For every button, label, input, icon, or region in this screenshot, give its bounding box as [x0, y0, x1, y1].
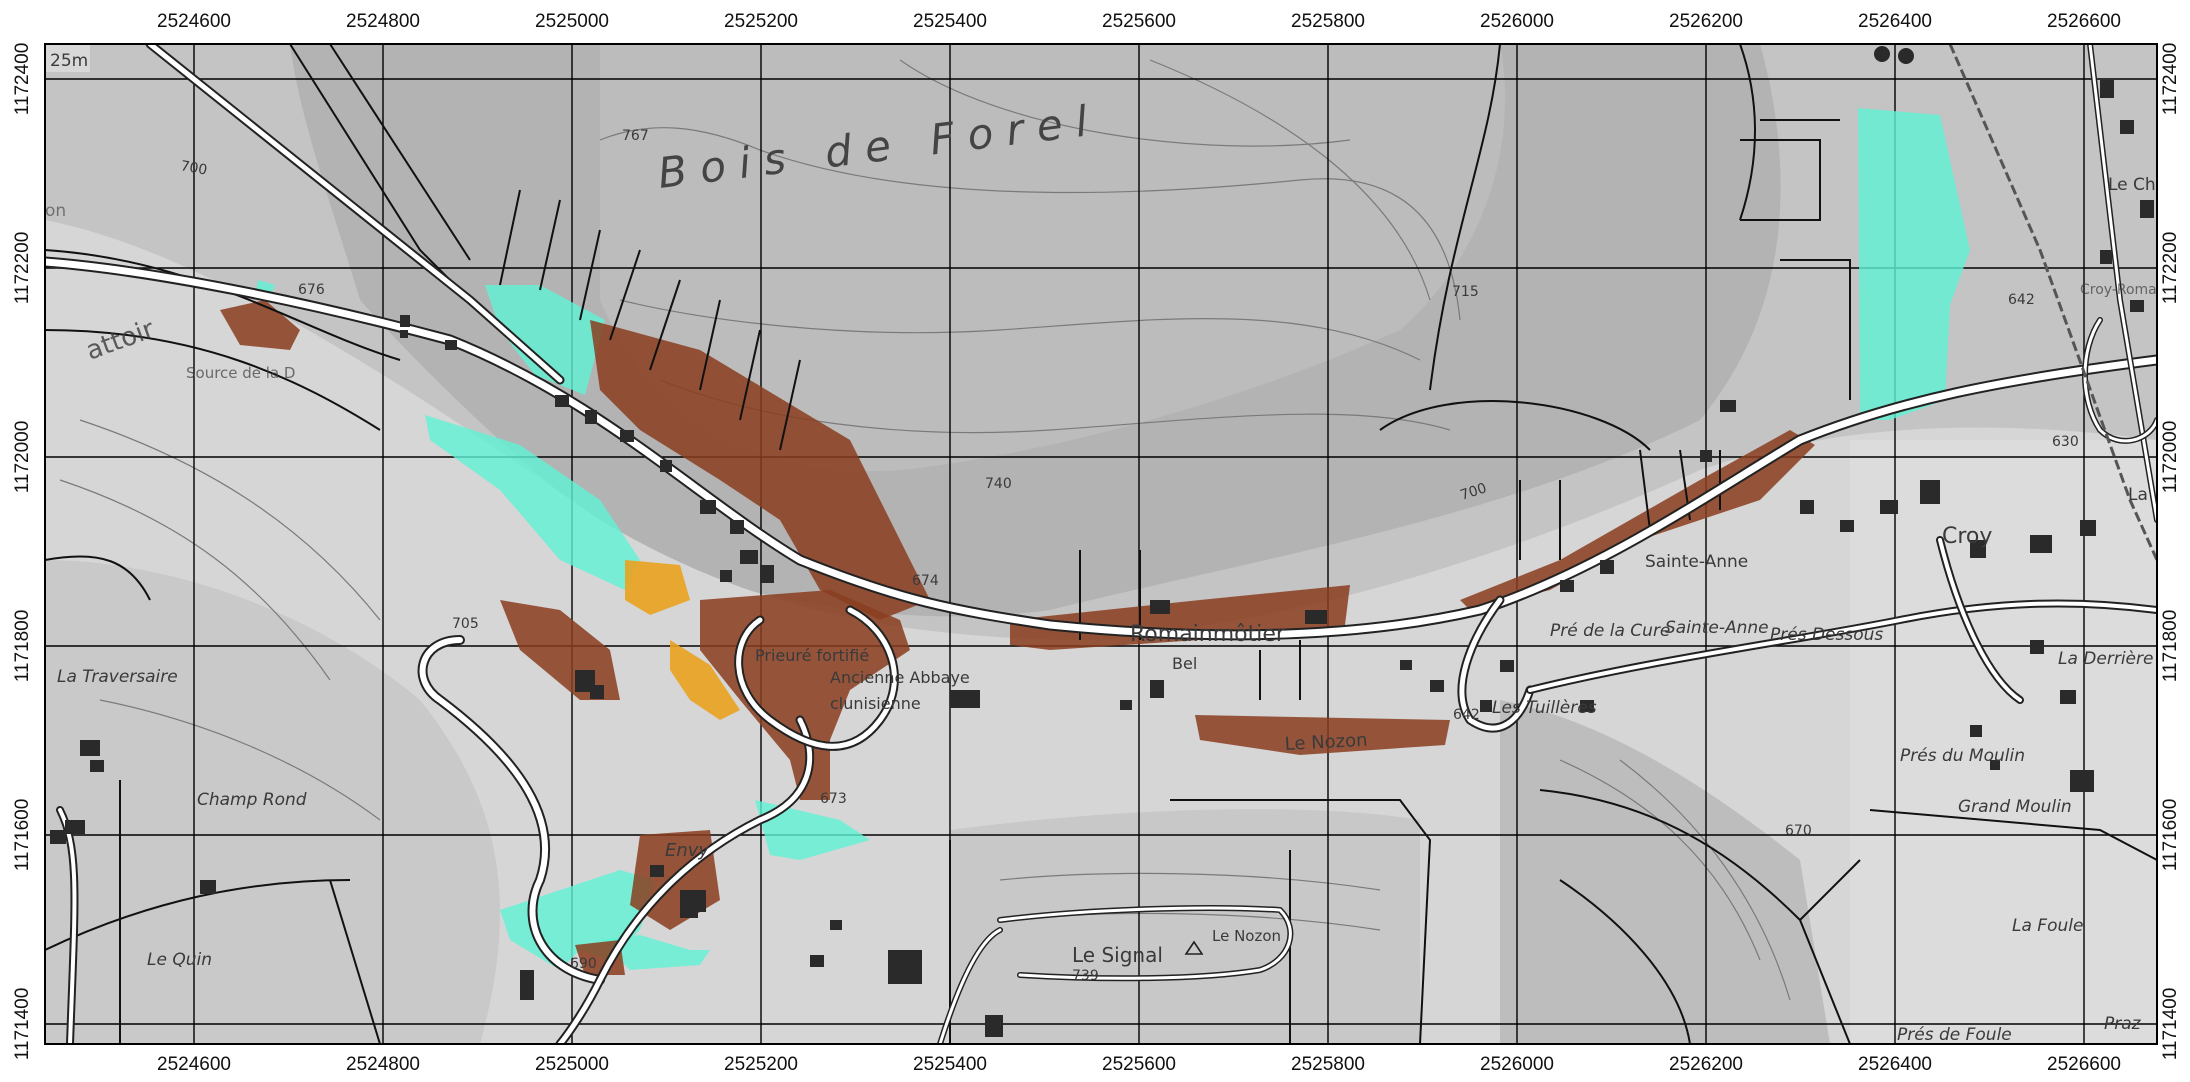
- x-tick-bottom: 2525400: [913, 1054, 987, 1075]
- map-area: 25m B o i s d e F o r e l Romainmôtier C…: [45, 44, 2170, 1045]
- label-croy-romain: Croy-Romain: [2080, 282, 2170, 298]
- label-grand-moulin: Grand Moulin: [1958, 797, 2072, 817]
- y-tick-right: 1172000: [2160, 421, 2181, 494]
- elevation-642b: 642: [2008, 292, 2035, 308]
- x-tick-top: 2524800: [346, 11, 420, 32]
- y-tick-left: 1171400: [12, 988, 33, 1061]
- label-les-tuilleres: Les Tuillères: [1492, 698, 1597, 718]
- label-la-right: La: [2128, 485, 2148, 505]
- elevation-676: 676: [298, 282, 325, 298]
- y-tick-left: 1171800: [12, 610, 33, 683]
- x-tick-top: 2525800: [1291, 11, 1365, 32]
- zones-orange: [625, 560, 740, 720]
- x-tick-top: 2524600: [157, 11, 231, 32]
- y-tick-left: 1172000: [12, 421, 33, 494]
- label-champ-rond: Champ Rond: [197, 790, 307, 810]
- y-tick-right: 1171800: [2160, 610, 2181, 683]
- elevation-700a: 700: [179, 158, 208, 178]
- elevation-labels: 767 700 676 715 740 700 674 705 642 673 …: [179, 128, 2078, 984]
- label-source: Source de la D: [186, 364, 295, 382]
- x-tick-bottom: 2525800: [1291, 1054, 1365, 1075]
- elevation-739: 739: [1072, 968, 1099, 984]
- x-tick-bottom: 2525600: [1102, 1054, 1176, 1075]
- elevation-674: 674: [912, 573, 939, 589]
- label-le-ch: Le Ch: [2108, 175, 2156, 195]
- elevation-690: 690: [570, 956, 597, 972]
- x-axis-bottom: 2524600 2524800 2525000 2525200 2525400 …: [157, 1054, 2121, 1075]
- label-on-left: on: [45, 201, 66, 221]
- elevation-642a: 642: [1453, 707, 1480, 723]
- x-tick-bottom: 2526600: [2047, 1054, 2121, 1075]
- x-tick-bottom: 2524800: [346, 1054, 420, 1075]
- elevation-705: 705: [452, 616, 479, 632]
- signal-triangle-icon: [1184, 940, 1204, 955]
- label-abbaye: Ancienne Abbaye: [830, 668, 970, 687]
- y-tick-left: 1172200: [12, 232, 33, 305]
- label-le-nozon: Le Nozon: [1284, 730, 1368, 755]
- label-romainmotier: Romainmôtier: [1130, 622, 1286, 647]
- y-axis-left: 1172400 1172200 1172000 1171800 1171600 …: [12, 43, 33, 1061]
- elevation-740: 740: [985, 476, 1012, 492]
- x-tick-top: 2526000: [1480, 11, 1554, 32]
- scale-label: 25m: [50, 51, 88, 71]
- map-frame: [44, 43, 2158, 1045]
- x-tick-top: 2525400: [913, 11, 987, 32]
- label-le-signal: Le Signal: [1072, 943, 1163, 967]
- x-tick-top: 2525600: [1102, 11, 1176, 32]
- x-tick-bottom: 2525000: [535, 1054, 609, 1075]
- elevation-715: 715: [1452, 284, 1479, 300]
- x-tick-top: 2525200: [724, 11, 798, 32]
- parcel-lines: [45, 44, 2157, 1044]
- buildings: [50, 46, 2154, 1037]
- x-tick-bottom: 2526400: [1858, 1054, 1932, 1075]
- x-tick-bottom: 2526000: [1480, 1054, 1554, 1075]
- x-axis-top: 2524600 2524800 2525000 2525200 2525400 …: [157, 11, 2121, 32]
- label-pre-de-la-cure: Pré de la Cure: [1550, 621, 1670, 641]
- x-tick-top: 2526600: [2047, 11, 2121, 32]
- label-envy: Envy: [665, 840, 709, 861]
- roads: [45, 44, 2157, 1044]
- label-sainte-anne: Sainte-Anne: [1645, 552, 1748, 572]
- label-pres-du-moulin: Prés du Moulin: [1900, 746, 2025, 766]
- elevation-670: 670: [1785, 823, 1812, 839]
- label-prieure: Prieuré fortifié: [755, 646, 869, 665]
- y-tick-left: 1172400: [12, 43, 33, 116]
- elevation-673: 673: [820, 791, 847, 807]
- y-tick-right: 1172200: [2160, 232, 2181, 305]
- x-tick-bottom: 2525200: [724, 1054, 798, 1075]
- y-tick-right: 1172400: [2160, 43, 2181, 116]
- label-la-derriere: La Derrière: [2058, 649, 2153, 669]
- label-sainte-anne-2: Sainte-Anne: [1665, 618, 1769, 638]
- x-tick-top: 2525000: [535, 11, 609, 32]
- label-praz: Praz: [2104, 1014, 2142, 1034]
- label-clunisienne: clunisienne: [830, 694, 921, 713]
- label-pres-dessous: Prés Dessous: [1770, 625, 1883, 645]
- elevation-767: 767: [622, 128, 649, 144]
- y-tick-left: 1171600: [12, 799, 33, 872]
- elevation-630: 630: [2052, 434, 2079, 450]
- label-bel: Bel: [1172, 654, 1197, 673]
- label-pres-de-foule: Prés de Foule: [1897, 1025, 2012, 1045]
- coordinate-grid: [45, 44, 2157, 1044]
- label-la-foule: La Foule: [2012, 916, 2083, 936]
- railway: [1948, 44, 2157, 561]
- y-tick-right: 1171600: [2160, 799, 2181, 872]
- elevation-700b: 700: [1458, 480, 1488, 503]
- y-tick-right: 1171400: [2160, 988, 2181, 1061]
- label-croy: Croy: [1942, 524, 1992, 549]
- x-tick-bottom: 2526200: [1669, 1054, 1743, 1075]
- contour-lines: [59, 59, 1791, 1001]
- label-le-nozon-2: Le Nozon: [1212, 927, 1281, 945]
- label-la-traversaire: La Traversaire: [57, 667, 178, 687]
- x-tick-bottom: 2524600: [157, 1054, 231, 1075]
- x-tick-top: 2526400: [1858, 11, 1932, 32]
- y-axis-right: 1172400 1172200 1172000 1171800 1171600 …: [2160, 43, 2181, 1061]
- x-tick-top: 2526200: [1669, 11, 1743, 32]
- label-le-quin: Le Quin: [147, 950, 212, 970]
